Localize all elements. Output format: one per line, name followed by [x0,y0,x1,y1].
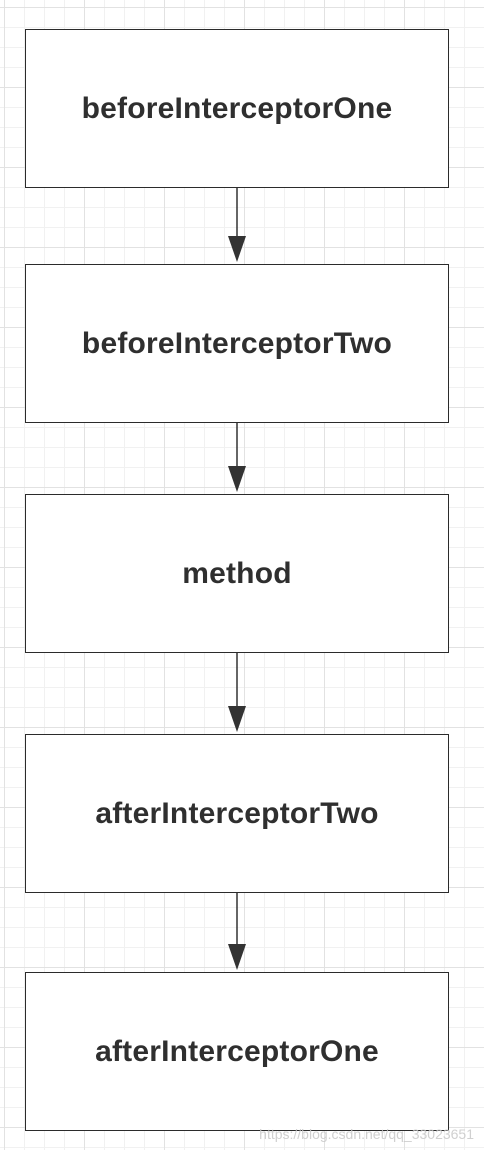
edge-n2-n3 [228,423,246,492]
node-label: method [182,556,292,590]
node-label: afterInterceptorOne [95,1034,379,1068]
edge-n4-n5 [228,893,246,970]
node-label: afterInterceptorTwo [95,796,379,830]
node-method[interactable]: method [25,494,449,653]
edge-n3-n4 [228,653,246,732]
node-after-interceptor-two[interactable]: afterInterceptorTwo [25,734,449,893]
watermark-text: https://blog.csdn.net/qq_33023651 [259,1126,474,1142]
node-after-interceptor-one[interactable]: afterInterceptorOne [25,972,449,1131]
node-before-interceptor-two[interactable]: beforeInterceptorTwo [25,264,449,423]
node-label: beforeInterceptorOne [81,91,393,125]
node-before-interceptor-one[interactable]: beforeInterceptorOne [25,29,449,188]
node-label: beforeInterceptorTwo [81,326,393,360]
edge-n1-n2 [228,188,246,262]
